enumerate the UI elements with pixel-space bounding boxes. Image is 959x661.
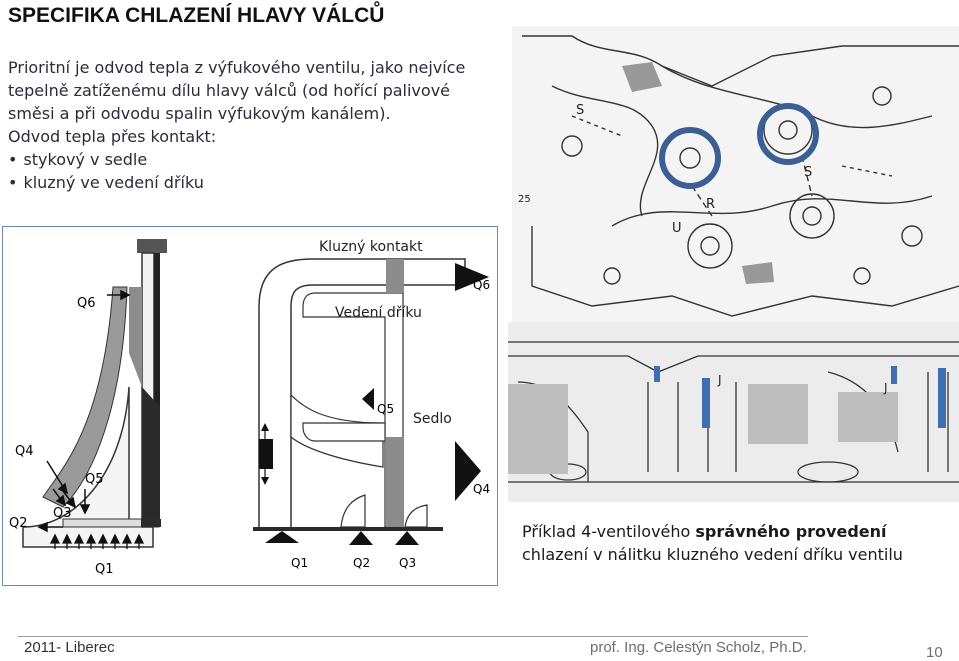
valve-schematic-svg: Q6 Q4 Q5 Q3 Q2 Q1 — [9, 239, 490, 577]
label-sedlo: Sedlo — [413, 411, 452, 427]
heat-arrows-bottom — [49, 533, 145, 549]
guide-bosses-highlight — [654, 366, 946, 428]
q4-right-label: Q4 — [473, 482, 490, 496]
q1-left-label: Q1 — [95, 562, 114, 577]
intro-line-3: směsi a při odvodu spalin výfukovým kaná… — [8, 104, 391, 123]
q6-left-label: Q6 — [77, 296, 96, 311]
cad-mark-j-right: J — [883, 381, 888, 395]
heat-flow-triangles — [265, 263, 489, 545]
footer-author: prof. Ing. Celestýn Scholz, Ph.D. — [590, 639, 807, 656]
contact-item-seat: stykový v sedle — [8, 148, 508, 171]
caption-bold: správného provedení — [695, 522, 887, 541]
exhaust-valve-ring-left — [659, 127, 721, 189]
cad-mark-25: 25 — [518, 194, 531, 205]
q1-right-label: Q1 — [291, 556, 308, 570]
q5-right-label: Q5 — [377, 402, 394, 416]
cad-mark-u: U — [672, 221, 682, 236]
cad-mark-r: R — [706, 197, 715, 212]
q3-right-label: Q3 — [399, 556, 416, 570]
label-kluzny-kontakt: Kluzný kontakt — [319, 239, 423, 255]
label-vedeni-driku: Vedení dříku — [335, 305, 422, 321]
footer-divider — [18, 636, 808, 637]
q3-left-label: Q3 — [53, 506, 72, 521]
q6-right-label: Q6 — [473, 278, 490, 292]
intro-line-2: tepelně zatíženému dílu hlavy válců (od … — [8, 81, 450, 100]
exhaust-valve-ring-right — [757, 103, 819, 165]
cad-bottom-svg: J J — [508, 322, 959, 502]
heat-arrows-left — [37, 289, 131, 533]
q4-left-label: Q4 — [15, 444, 34, 459]
cad-mark-s-right: S — [804, 165, 812, 180]
caption-part-1: Příklad 4-ventilového — [522, 522, 696, 541]
cad-drawing-top: S S R U 25 — [512, 26, 959, 326]
slide-title: SPECIFIKA CHLAZENÍ HLAVY VÁLCŮ — [8, 4, 385, 27]
cad-caption: Příklad 4-ventilového správného proveden… — [522, 520, 952, 566]
cad-top-svg: S S R U 25 — [512, 26, 959, 326]
page-number: 10 — [926, 644, 943, 661]
intro-text: Prioritní je odvod tepla z výfukového ve… — [8, 56, 508, 194]
q2-left-label: Q2 — [9, 516, 28, 531]
q2-right-label: Q2 — [353, 556, 370, 570]
contact-list: stykový v sedle kluzný ve vedení dříku — [8, 148, 508, 194]
intro-line-1: Prioritní je odvod tepla z výfukového ve… — [8, 58, 466, 77]
intro-line-4: Odvod tepla přes kontakt: — [8, 127, 217, 146]
q5-left-label: Q5 — [85, 472, 104, 487]
cad-drawing-bottom: J J — [508, 322, 959, 502]
cad-mark-j-left: J — [717, 373, 722, 387]
footer-location: 2011- Liberec — [24, 639, 115, 656]
valve-cross-section — [22, 239, 167, 548]
contact-item-guide: kluzný ve vedení dříku — [8, 171, 508, 194]
cad-mark-s-left: S — [576, 103, 584, 118]
valve-heat-flow-diagram: Q6 Q4 Q5 Q3 Q2 Q1 — [2, 226, 498, 586]
simplified-schematic — [253, 258, 466, 531]
caption-part-2: chlazení v nálitku kluzného vedení dříku… — [522, 545, 903, 564]
